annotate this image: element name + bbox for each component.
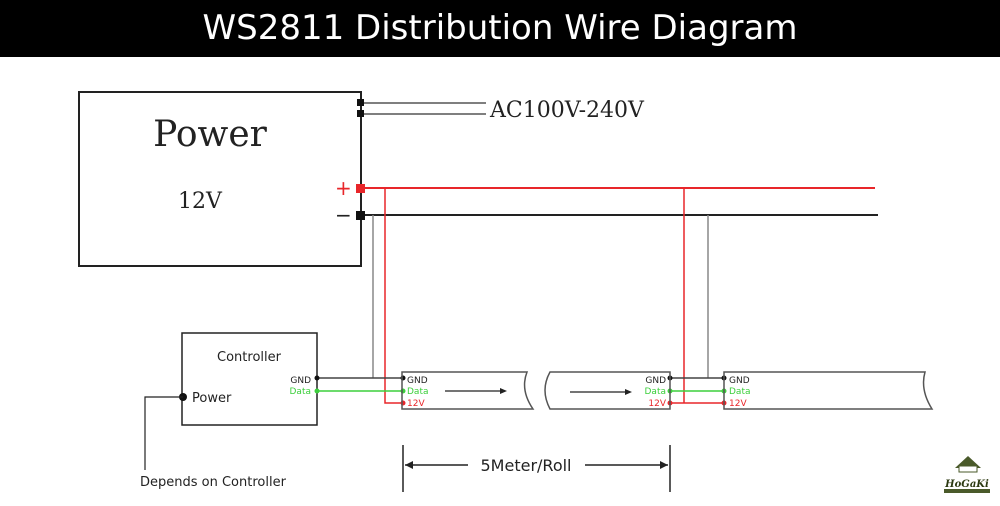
ac-input bbox=[357, 99, 486, 117]
led-strip-1 bbox=[401, 371, 535, 410]
controller-data-label: Data bbox=[290, 387, 312, 397]
power-voltage: 12V bbox=[178, 189, 223, 214]
svg-text:HoGaKi: HoGaKi bbox=[944, 479, 989, 490]
strip1-12v: 12V bbox=[407, 399, 425, 409]
strip3-gnd: GND bbox=[729, 376, 750, 386]
controller-label: Controller bbox=[217, 350, 282, 365]
strip1-data: Data bbox=[407, 387, 429, 397]
minus-sign: − bbox=[335, 203, 352, 227]
strip1-gnd: GND bbox=[407, 376, 428, 386]
ac-input-label: AC100V-240V bbox=[489, 98, 645, 123]
negative-terminal bbox=[356, 211, 365, 220]
feed-12v-2 bbox=[670, 188, 724, 404]
power-supply-box bbox=[78, 91, 362, 267]
strip2-gnd: GND bbox=[645, 376, 666, 386]
plus-sign: + bbox=[335, 176, 352, 200]
length-dimension bbox=[402, 445, 671, 492]
positive-terminal bbox=[356, 184, 365, 193]
hogaki-logo: HoGaKi bbox=[944, 456, 990, 493]
controller-note: Depends on Controller bbox=[140, 475, 287, 490]
feed-12v-1 bbox=[384, 188, 403, 404]
diagram-title: WS2811 Distribution Wire Diagram bbox=[0, 0, 1000, 57]
controller-power-label: Power bbox=[192, 391, 232, 406]
strip2-data: Data bbox=[645, 387, 667, 397]
led-strip-3 bbox=[723, 371, 934, 410]
strip3-data: Data bbox=[729, 387, 751, 397]
led-strip-2 bbox=[544, 371, 671, 410]
controller-power-lead bbox=[144, 396, 183, 470]
length-label: 5Meter/Roll bbox=[481, 456, 572, 475]
strip2-12v: 12V bbox=[648, 399, 666, 409]
power-label: Power bbox=[153, 114, 268, 155]
strip3-12v: 12V bbox=[729, 399, 747, 409]
controller-gnd-label: GND bbox=[290, 376, 311, 386]
